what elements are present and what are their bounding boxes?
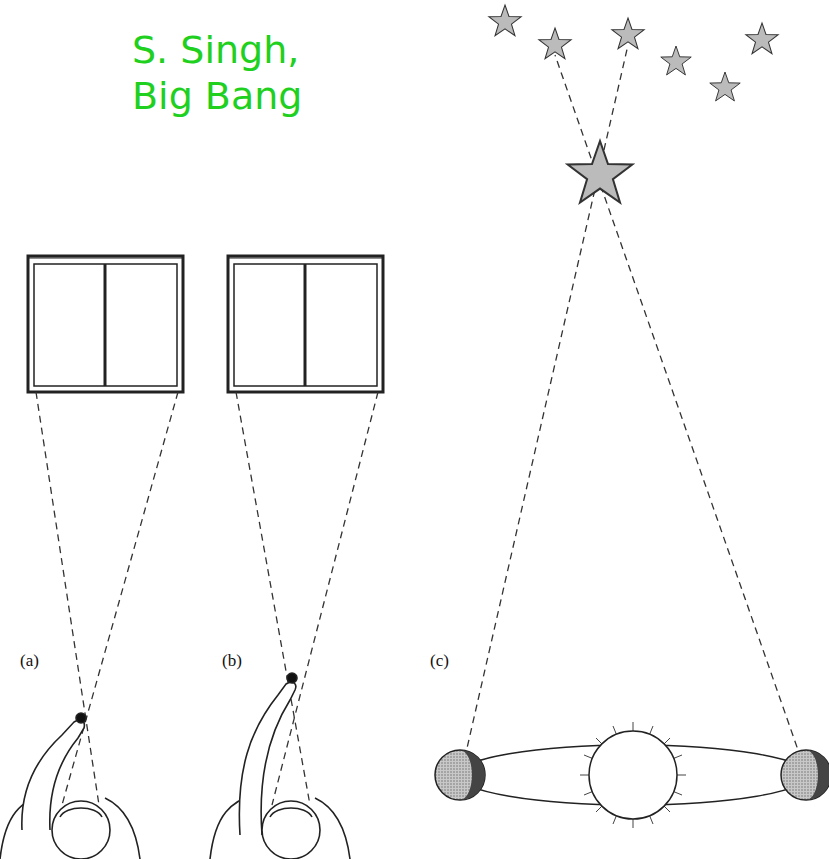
person-b	[210, 673, 350, 859]
orbit-system	[435, 722, 829, 828]
window-b	[228, 256, 383, 392]
window-a	[28, 256, 183, 392]
panel-label: (a)	[20, 651, 39, 671]
panel-label: (c)	[430, 651, 449, 671]
sight-lines-c	[462, 45, 805, 770]
watermark: S. Singh, Big Bang	[132, 28, 362, 119]
panel-label: (b)	[222, 651, 242, 671]
person-a	[0, 713, 140, 859]
stars	[489, 5, 778, 203]
